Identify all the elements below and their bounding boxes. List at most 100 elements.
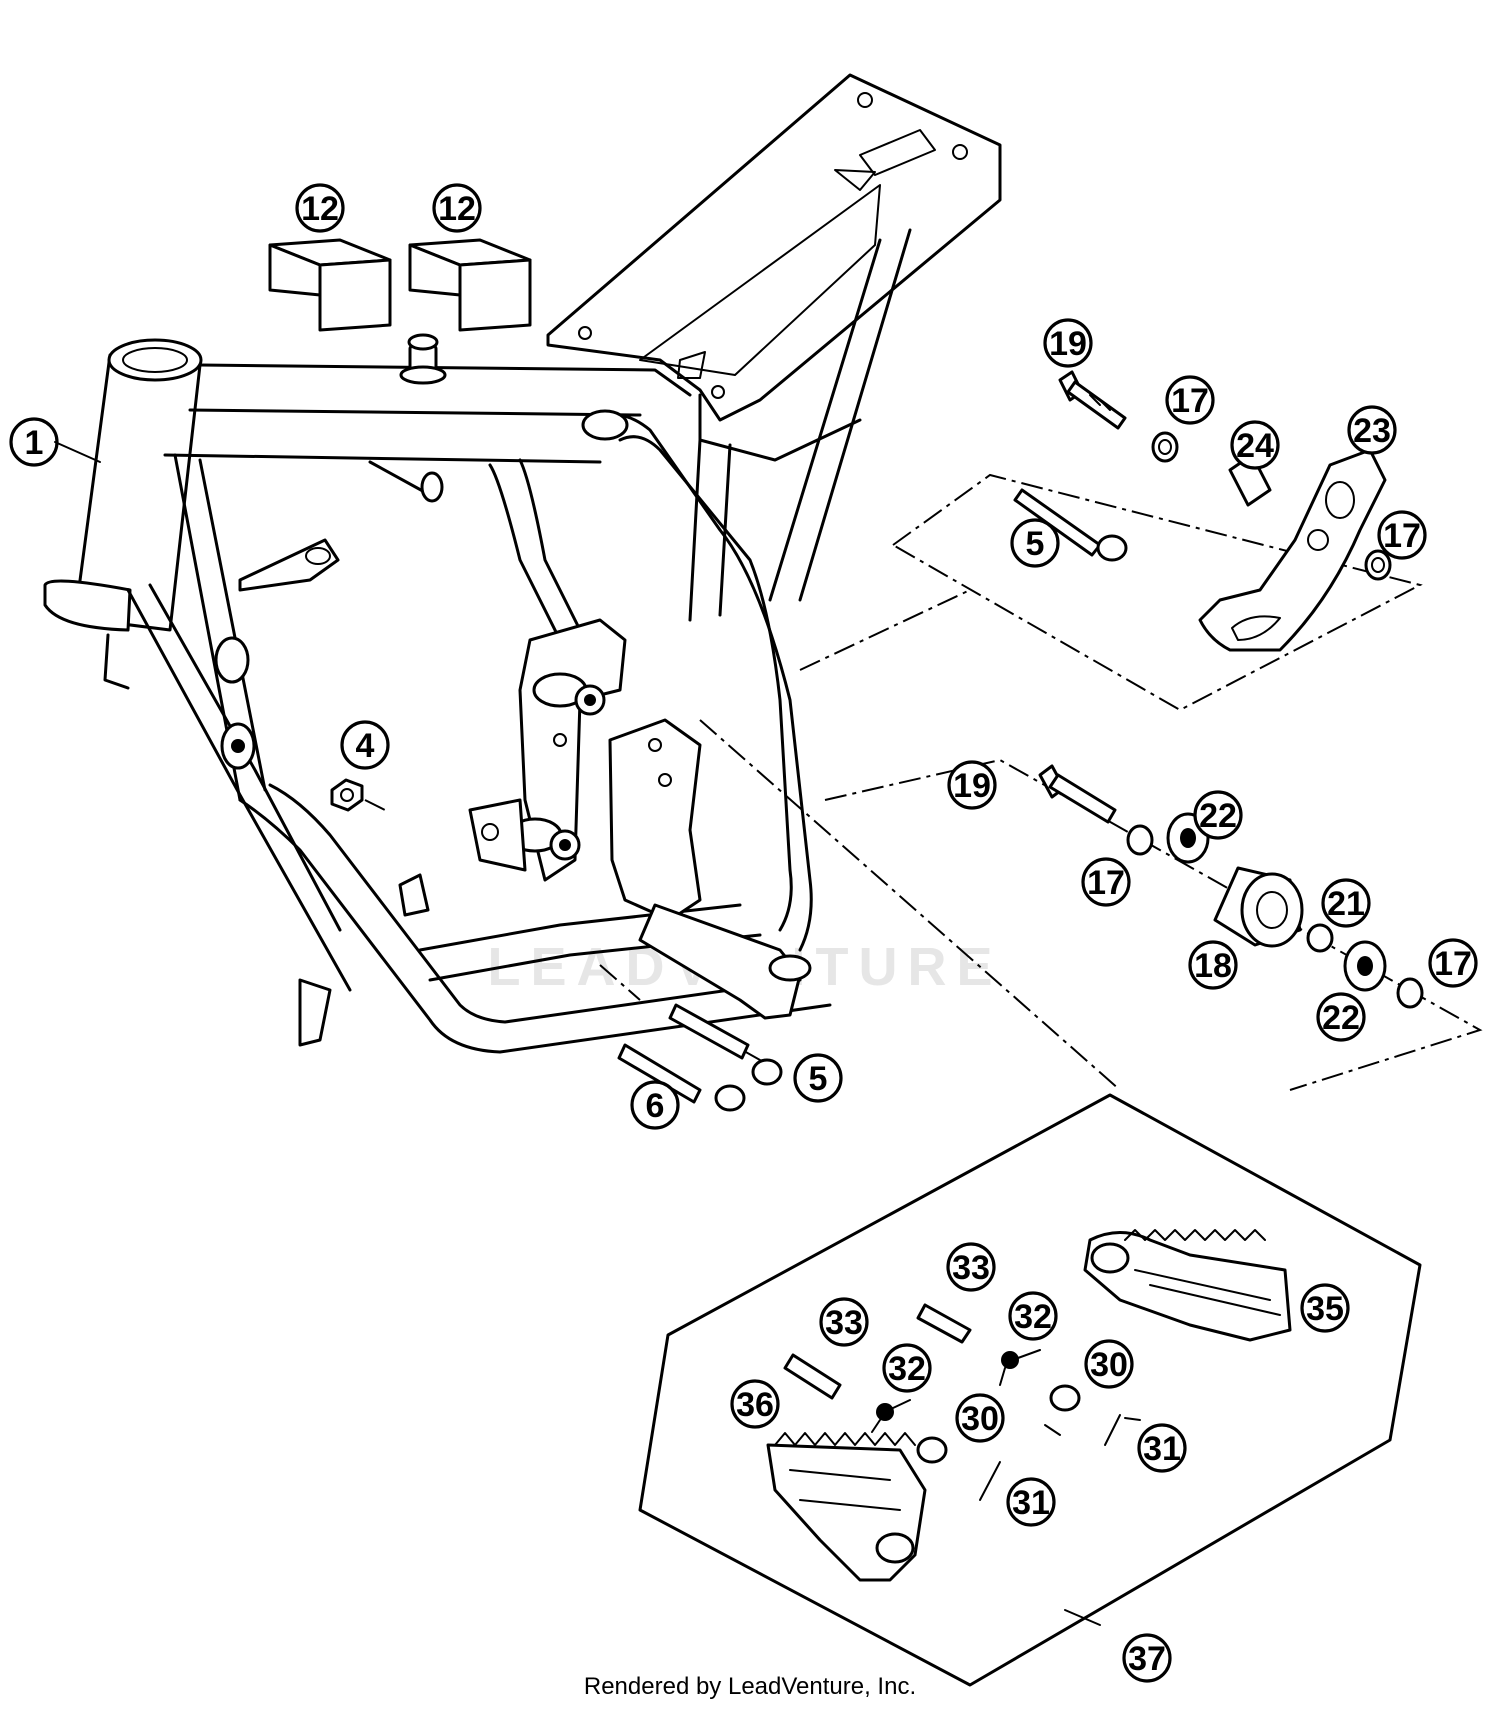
callout-circle (793, 1053, 843, 1103)
callout-c4: 4 (340, 720, 390, 770)
callout-label: 22 (1322, 999, 1360, 1037)
callout-c31a: 31 (1137, 1423, 1187, 1473)
callout-circle (1006, 1477, 1056, 1527)
callout-label: 17 (1171, 382, 1209, 420)
frame-protector-left (268, 238, 392, 332)
callout-circle (1122, 1633, 1172, 1683)
callout-circle (955, 1393, 1005, 1443)
callouts-layer: 1 12 12 19 17 24 23 5 17 4 19 22 17 21 18 17 22 5 6 33 35 33 3… (9, 183, 1478, 1683)
roller-group (824, 758, 1483, 1091)
callout-label: 30 (1090, 1346, 1128, 1384)
callout-label: 30 (961, 1400, 999, 1438)
sidestand-group (892, 370, 1423, 712)
callout-circle (1010, 518, 1060, 568)
frame-part (43, 73, 1002, 1054)
callout-c17a: 17 (1165, 375, 1215, 425)
callout-circle (630, 1080, 680, 1130)
callout-label: 12 (438, 190, 476, 228)
callout-c22a: 22 (1193, 790, 1243, 840)
frame-protector-right (408, 238, 532, 332)
callout-circle (1043, 318, 1093, 368)
callout-label: 31 (1143, 1430, 1181, 1468)
callout-label: 35 (1306, 1290, 1344, 1328)
callout-c22b: 22 (1316, 992, 1366, 1042)
callout-label: 17 (1087, 864, 1125, 902)
callout-label: 24 (1236, 427, 1274, 465)
callout-circle (946, 1242, 996, 1292)
callout-label: 5 (809, 1060, 828, 1098)
callout-c32b: 32 (882, 1343, 932, 1393)
callout-circle (1193, 790, 1243, 840)
callout-circle (1377, 510, 1427, 560)
callout-label: 36 (736, 1386, 774, 1424)
callout-c33a: 33 (946, 1242, 996, 1292)
callout-c6: 6 (630, 1080, 680, 1130)
callout-c31b: 31 (1006, 1477, 1056, 1527)
callout-circle (1008, 1291, 1058, 1341)
nut-part (330, 778, 386, 812)
callout-c17d: 17 (1428, 938, 1478, 988)
callout-circle (1230, 420, 1280, 470)
callout-label: 31 (1012, 1484, 1050, 1522)
callout-circle (432, 183, 482, 233)
callout-c17b: 17 (1377, 510, 1427, 560)
callout-c36: 36 (730, 1379, 780, 1429)
footer-credit: Rendered by LeadVenture, Inc. (583, 1673, 917, 1700)
callout-circle (1084, 1339, 1134, 1389)
callout-c18: 18 (1188, 940, 1238, 990)
callout-c19b: 19 (947, 760, 997, 810)
callout-c37: 37 (1122, 1633, 1172, 1683)
callout-label: 5 (1026, 525, 1045, 563)
callout-c23: 23 (1347, 405, 1397, 455)
callout-label: 23 (1353, 412, 1391, 450)
callout-c1: 1 (9, 417, 59, 467)
callout-c21: 21 (1321, 878, 1371, 928)
callout-circle (819, 1297, 869, 1347)
callout-circle (1347, 405, 1397, 455)
callout-label: 21 (1327, 885, 1365, 923)
callout-circle (1321, 878, 1371, 928)
callout-c5b: 5 (793, 1053, 843, 1103)
callout-c12a: 12 (295, 183, 345, 233)
callout-circle (295, 183, 345, 233)
callout-label: 12 (301, 190, 339, 228)
bolt-part-lower (599, 964, 783, 1112)
callout-circle (1300, 1283, 1350, 1333)
callout-c33b: 33 (819, 1297, 869, 1347)
callout-c30b: 30 (955, 1393, 1005, 1443)
callout-leaders (54, 441, 1101, 1626)
callout-circle (1137, 1423, 1187, 1473)
callout-label: 33 (825, 1304, 863, 1342)
callout-label: 19 (1049, 325, 1087, 363)
callout-circle (1188, 940, 1238, 990)
callout-circle (1081, 857, 1131, 907)
callout-label: 32 (1014, 1298, 1052, 1336)
callout-circle (1316, 992, 1366, 1042)
callout-label: 37 (1128, 1640, 1166, 1678)
callout-c35: 35 (1300, 1283, 1350, 1333)
callout-label: 6 (646, 1087, 665, 1125)
callout-circle (730, 1379, 780, 1429)
callout-label: 22 (1199, 797, 1237, 835)
callout-circle (947, 760, 997, 810)
callout-label: 4 (356, 727, 375, 765)
callout-label: 17 (1383, 517, 1421, 555)
callout-circle (340, 720, 390, 770)
callout-c17c: 17 (1081, 857, 1131, 907)
callout-circle (1428, 938, 1478, 988)
callout-c19a: 19 (1043, 318, 1093, 368)
callout-c5a: 5 (1010, 518, 1060, 568)
callout-label: 19 (953, 767, 991, 805)
callout-label: 17 (1434, 945, 1472, 983)
callout-circle (1165, 375, 1215, 425)
leader-line (799, 589, 971, 671)
callout-label: 32 (888, 1350, 926, 1388)
callout-label: 1 (25, 424, 44, 462)
callout-label: 18 (1194, 947, 1232, 985)
callout-label: 33 (952, 1249, 990, 1287)
callout-c12b: 12 (432, 183, 482, 233)
callout-c24: 24 (1230, 420, 1280, 470)
callout-c32a: 32 (1008, 1291, 1058, 1341)
